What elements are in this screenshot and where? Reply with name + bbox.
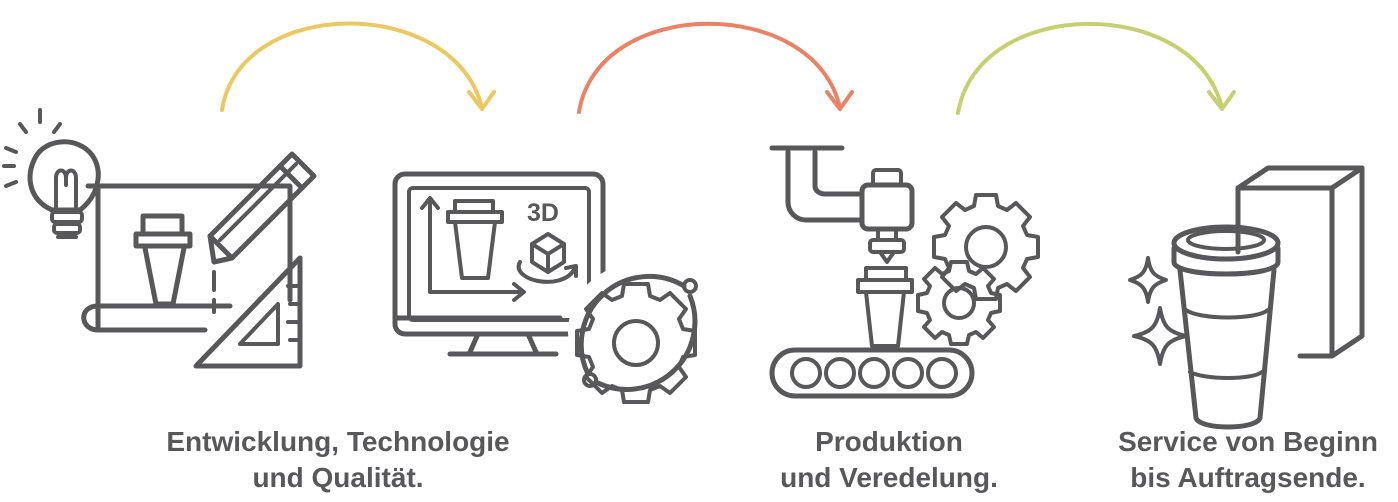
caption-step-3: Produktion und Veredelung.: [744, 424, 1034, 496]
caption-step-1-line-2: und Qualität.: [252, 462, 424, 493]
caption-step-1: Entwicklung, Technologie und Qualität.: [148, 424, 528, 496]
caption-step-4-line-1: Service von Beginn: [1118, 426, 1378, 457]
blueprint-design-icon: [2, 108, 317, 369]
caption-step-3-line-1: Produktion: [815, 426, 963, 457]
production-line-icon: [769, 145, 1040, 399]
caption-step-3-line-2: und Veredelung.: [780, 462, 998, 493]
caption-step-1-line-1: Entwicklung, Technologie: [166, 426, 510, 457]
arrow-1: [220, 21, 496, 112]
service-delivery-icon: [1128, 165, 1365, 430]
arrow-3: [956, 21, 1236, 115]
arrow-2: [577, 21, 854, 114]
caption-step-4: Service von Beginn bis Auftragsende.: [1098, 424, 1398, 496]
computer-3d-modeling-icon: 3D: [392, 171, 704, 404]
caption-step-4-line-2: bis Auftragsende.: [1130, 462, 1366, 493]
3d-label: 3D: [527, 199, 559, 227]
